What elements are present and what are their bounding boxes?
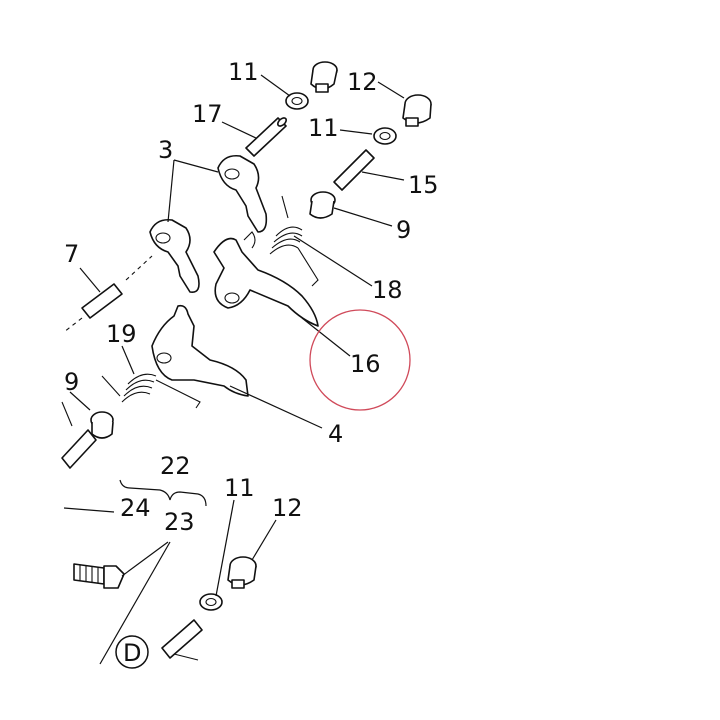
bushing-9-top [309, 191, 336, 219]
callout-23: 23 [164, 508, 195, 536]
callout-7: 7 [64, 240, 79, 268]
bolt-23 [73, 563, 125, 589]
callout-17: 17 [192, 100, 223, 128]
callout-11-right: 11 [308, 114, 339, 142]
pin-7 [63, 255, 153, 333]
callout-22: 22 [160, 452, 191, 480]
rocker-arm-3-upper [217, 154, 268, 233]
callout-9-lower: 9 [64, 368, 79, 396]
highlight-circle-16 [309, 309, 411, 411]
washer-11-top [285, 92, 309, 110]
washer-11-right [373, 127, 397, 145]
cap-nut-12-top [310, 61, 338, 93]
callout-19: 19 [106, 320, 137, 348]
spring-19 [101, 373, 201, 409]
callout-3: 3 [158, 136, 173, 164]
rocker-arm-3-lower [149, 218, 200, 293]
pin-15 [333, 149, 375, 191]
washer-11-lower [199, 593, 223, 611]
callout-12-top: 12 [347, 68, 378, 96]
cap-nut-12-right [402, 94, 432, 127]
spring-18 [269, 195, 319, 287]
callout-24: 24 [120, 494, 151, 522]
circle-d-marker [115, 635, 149, 669]
callout-11-top: 11 [228, 58, 259, 86]
shift-fork-16 [213, 231, 319, 327]
callout-4: 4 [328, 420, 343, 448]
brace-22 [119, 479, 207, 507]
cap-nut-12-lower [227, 556, 257, 589]
shaft-left [61, 401, 97, 469]
shift-fork-4 [151, 304, 249, 397]
callout-18: 18 [372, 276, 403, 304]
callout-16: 16 [350, 350, 381, 378]
pin-lower [161, 619, 203, 661]
callout-d: D [123, 639, 141, 667]
callout-11-lower: 11 [224, 474, 255, 502]
callout-12-lower: 12 [272, 494, 303, 522]
callout-15: 15 [408, 171, 439, 199]
callout-9-top: 9 [396, 216, 411, 244]
pin-17 [245, 117, 287, 157]
leader-lines [63, 74, 405, 665]
bushing-9-lower [90, 411, 114, 439]
